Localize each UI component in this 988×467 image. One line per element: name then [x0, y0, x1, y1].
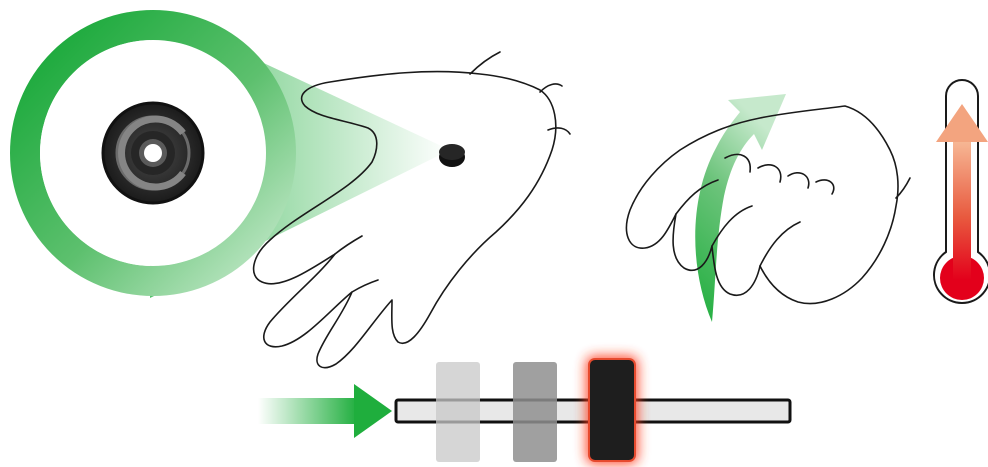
sensor-disc-icon: [101, 101, 205, 205]
slider-ghost-knob-2: [513, 362, 557, 462]
closed-fist-icon: [625, 105, 911, 305]
slider-ghost-knob-1: [436, 362, 480, 462]
slider-panel: [258, 356, 792, 464]
rotation-panel: [625, 94, 911, 322]
slider-knob-active: [586, 356, 638, 464]
sensor-panel: [10, 10, 571, 369]
temperature-panel: [933, 79, 988, 304]
open-hand-icon: [252, 51, 571, 369]
rotation-arrow-icon: [695, 94, 786, 322]
sensor-ring: [10, 10, 296, 296]
push-arrow-icon: [258, 384, 392, 438]
heat-arrow-icon: [936, 104, 988, 280]
sensor-dot-icon: [439, 144, 465, 167]
